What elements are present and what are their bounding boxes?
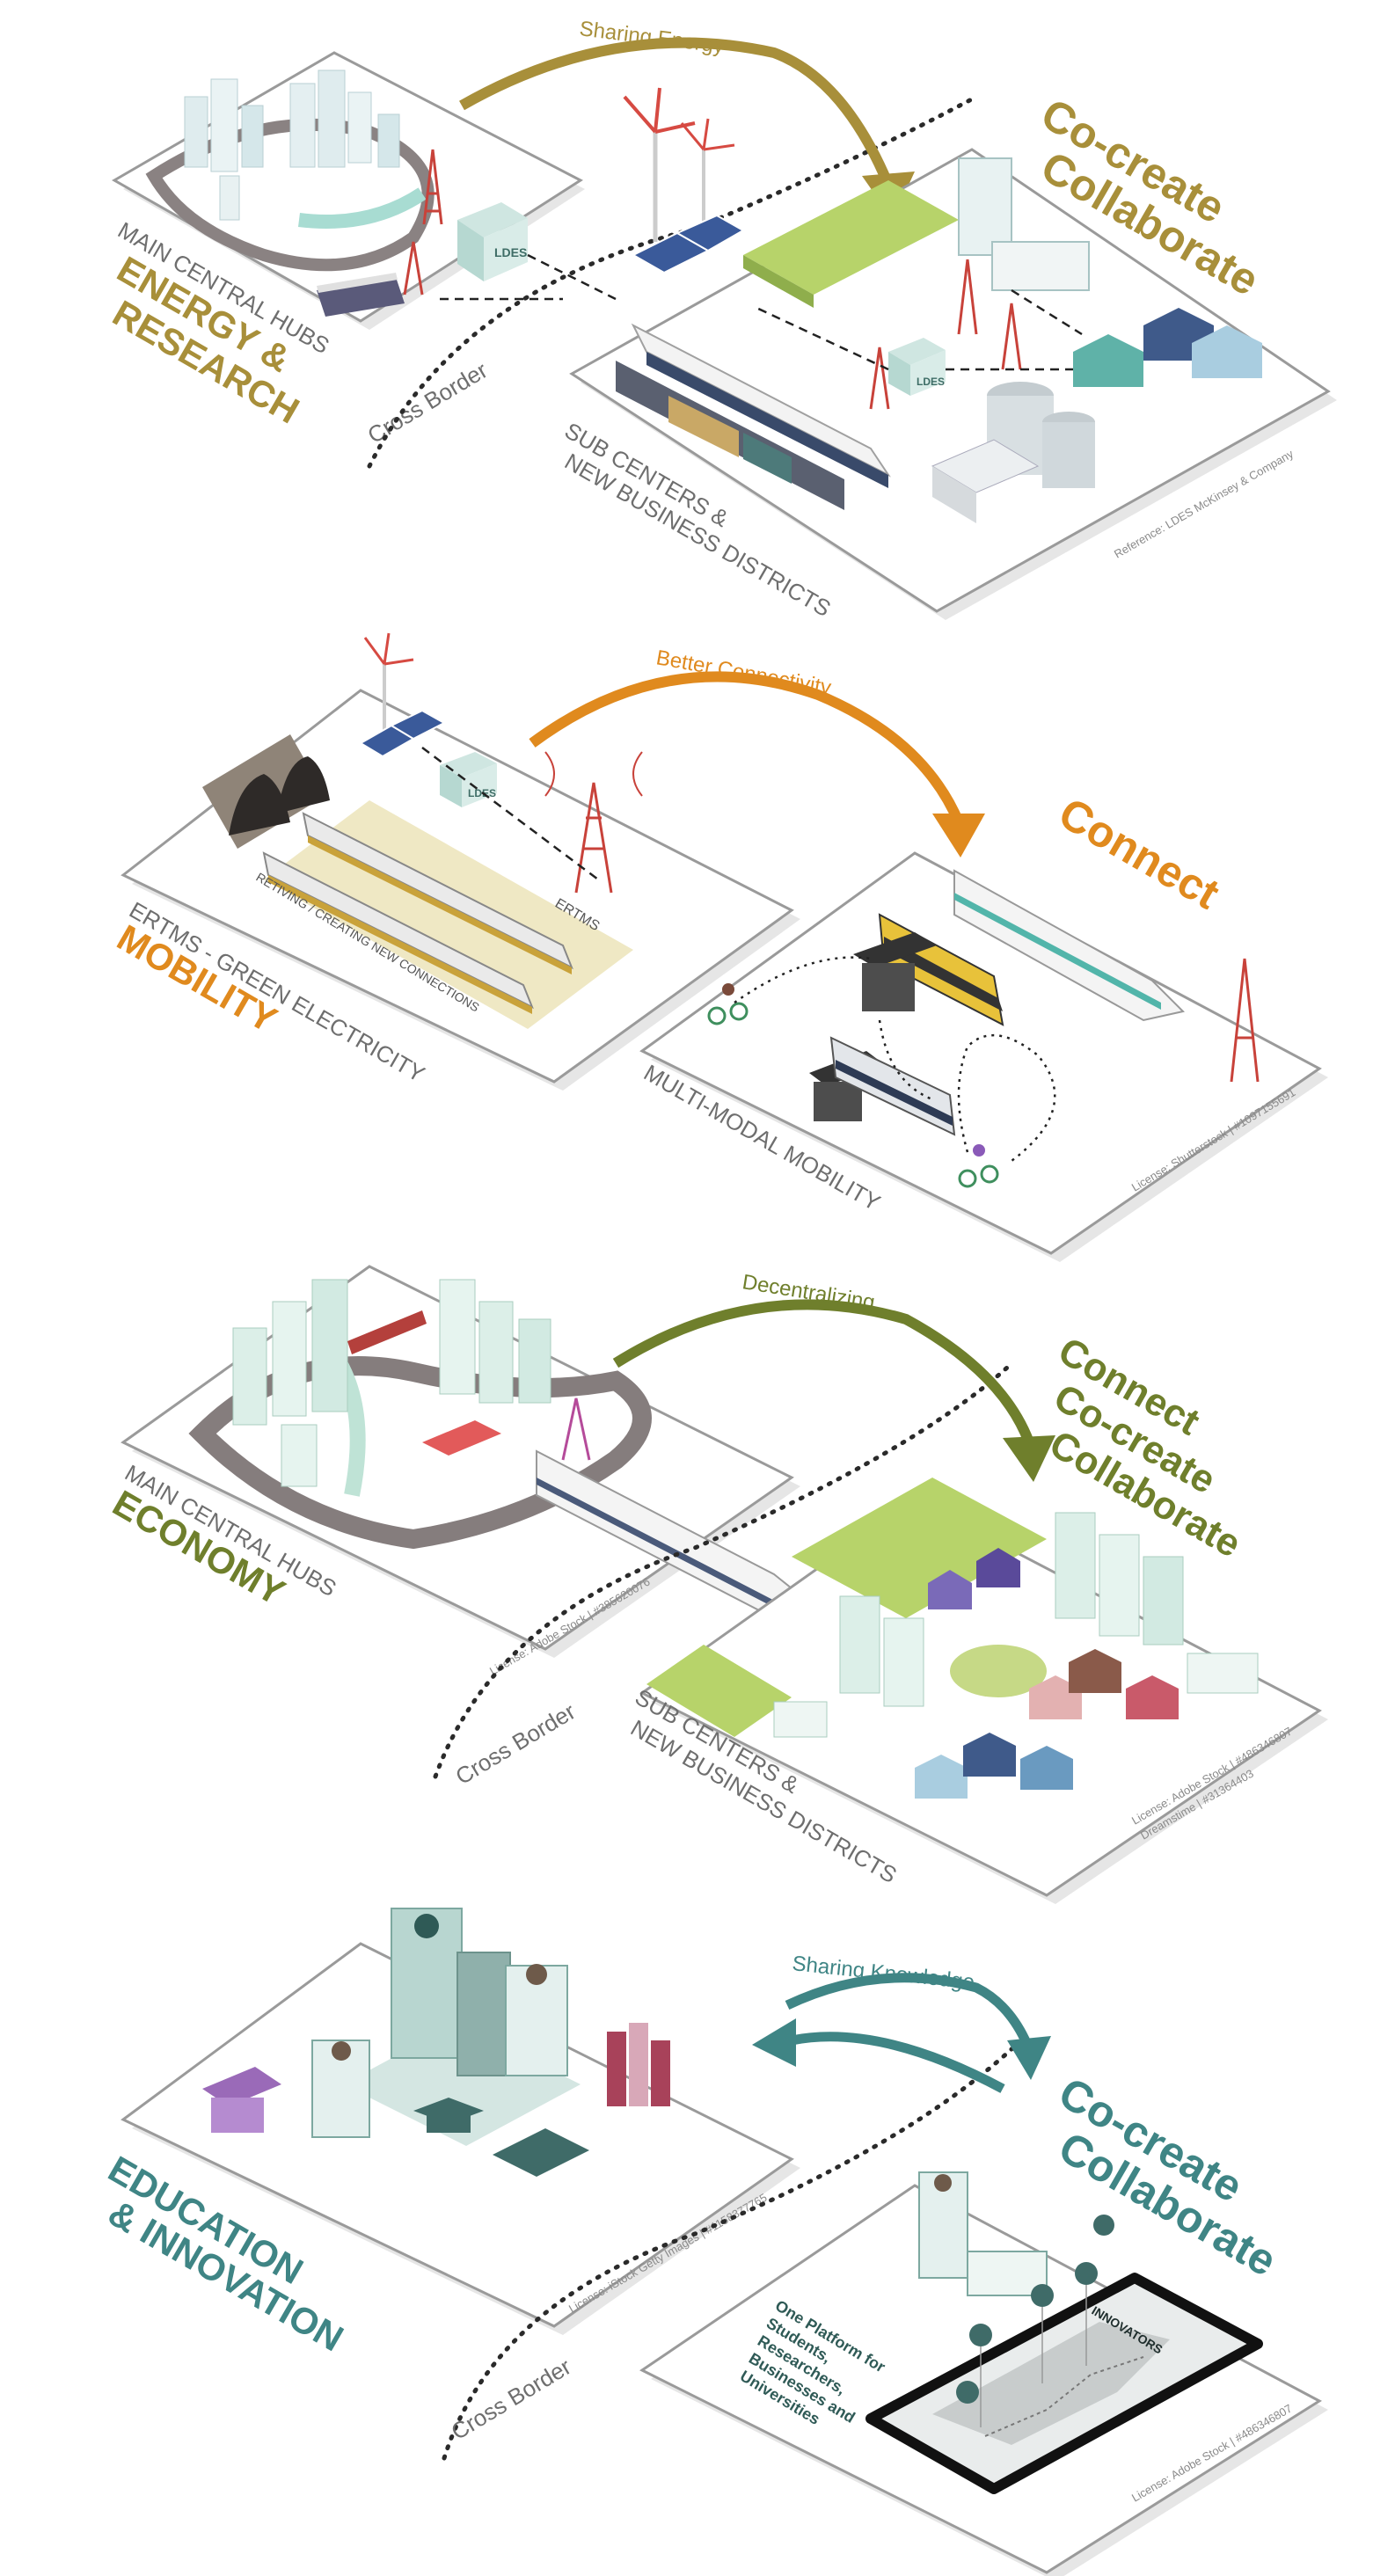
mobility-right-title: Connect: [1051, 788, 1229, 919]
education-right-plate: INNOVATORS One Platform for Students, Re…: [639, 2171, 1328, 2576]
solar-panel-icon: [359, 709, 447, 758]
economy-right-plate: [639, 1478, 1328, 1904]
bus-icon: [829, 1036, 956, 1136]
gas-station-icon: [422, 1420, 501, 1456]
economy-cross-border: Cross Border: [451, 1697, 581, 1790]
ldes-box-icon: LDES: [457, 202, 528, 281]
ldes-box-icon: LDES: [888, 338, 946, 396]
bicycle-icon: [707, 983, 749, 1025]
bicycle-icon: [958, 1144, 999, 1188]
building-icon: [931, 382, 1095, 523]
education-arrow-left-head: [752, 2018, 796, 2067]
building-icon: [311, 1908, 568, 2138]
energy-left-plate: LDES: [111, 51, 617, 330]
building-icon: [184, 69, 400, 221]
smartphone-icon[interactable]: [865, 2273, 1263, 2494]
building-icon: [918, 2171, 1048, 2296]
train-icon: [347, 1310, 427, 1354]
train-icon: [262, 812, 573, 1014]
education-arrow-left: [790, 2032, 1005, 2093]
mobility-left-plate: LDES RETIVING / CREATING NEW CONNECTIONS…: [121, 689, 800, 1091]
classroom-icon: [202, 2067, 281, 2133]
train-icon: [616, 323, 891, 510]
power-pylon-icon: [403, 149, 443, 296]
education-cross-border: Cross Border: [447, 2353, 576, 2445]
house-icon: [1073, 308, 1262, 387]
education-arrow-right-head: [1007, 2036, 1051, 2080]
mobility-arrow: [529, 671, 964, 825]
energy-cross-border: Cross Border: [363, 356, 493, 449]
solar-panel-icon: [631, 214, 746, 274]
mobility-arrow-label: Better Connectivity: [654, 646, 833, 700]
economy-left-plate: [121, 1265, 820, 1658]
economy-section: MAIN CENTRAL HUBS ECONOMY License: Adobe…: [106, 1265, 1328, 1904]
tunnel-icon: [202, 734, 330, 849]
energy-section: LDES MAIN CENTRAL HUBS ENERGY & RESEARCH…: [106, 17, 1337, 622]
energy-right-ldes-label: LDES: [917, 376, 945, 388]
bus-shelter-icon: [809, 932, 937, 1121]
education-section: EDUCATION & INNOVATION License: iStock G…: [102, 1908, 1328, 2576]
tablet-icon: [493, 2128, 589, 2177]
building-icon: [232, 1279, 551, 1487]
graduation-cap-icon: [413, 2098, 484, 2133]
education-left-plate: [121, 1908, 800, 2335]
wind-turbine-icon: [363, 632, 414, 734]
building-icon: [773, 1512, 1259, 1738]
mobility-right-plate: [639, 851, 1328, 1262]
education-arrow-right: [785, 1973, 1034, 2052]
house-icon: [915, 1548, 1179, 1799]
power-pylon-icon: [869, 259, 1022, 410]
train-icon: [953, 869, 1185, 1022]
power-pylon-icon: [544, 751, 643, 894]
economy-cross-border-line: [433, 1365, 1010, 1779]
economy-arrow-head: [1003, 1435, 1055, 1482]
economy-arrow: [612, 1299, 1034, 1445]
energy-ldes-label: LDES: [494, 245, 527, 259]
mobility-section: LDES RETIVING / CREATING NEW CONNECTIONS…: [111, 632, 1328, 1262]
education-cross-border-line: [442, 2047, 1014, 2461]
network-nodes: [956, 2215, 1144, 2437]
power-pylon-icon: [561, 1397, 591, 1461]
wind-turbine-icon: [623, 87, 735, 242]
mobility-arrow-head: [932, 814, 985, 857]
power-pylon-icon: [1230, 958, 1260, 1083]
building-icon: [958, 157, 1090, 291]
energy-arrow: [459, 37, 894, 187]
train-icon: [317, 273, 405, 317]
energy-right-plate: LDES: [569, 148, 1337, 620]
books-icon: [607, 2023, 670, 2106]
